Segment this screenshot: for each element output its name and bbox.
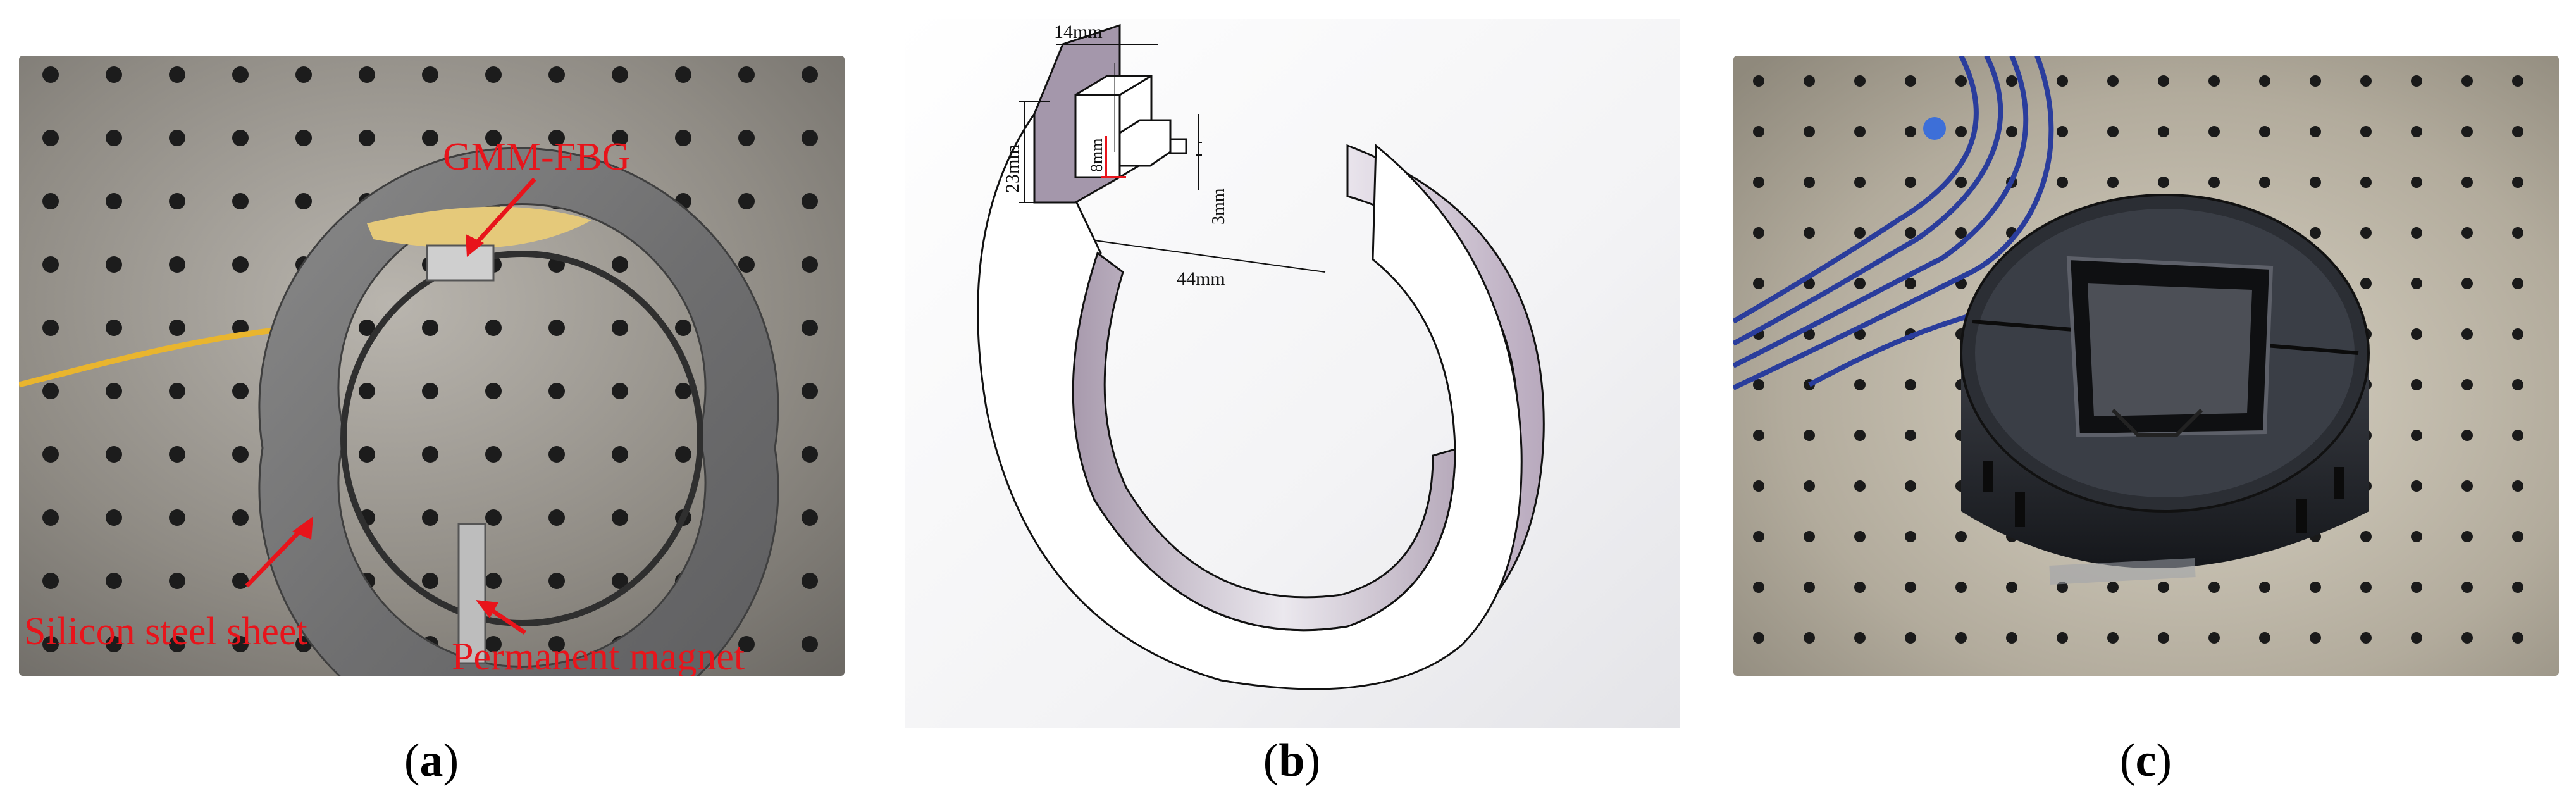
dim-14mm: 14mm: [1054, 22, 1103, 42]
caption-b-close: ): [1304, 735, 1321, 787]
panel-c: [1731, 54, 2559, 676]
caption-c-open: (: [2119, 735, 2136, 787]
caption-c-letter: c: [2135, 735, 2157, 787]
ring-inner-bore: [1072, 251, 1456, 632]
gmm-fbg-sensor: [426, 244, 495, 282]
caption-a-letter: a: [419, 735, 443, 787]
caption-b: (b): [1197, 734, 1387, 788]
panel-b-drawing: 14mm 23mm 8mm 3mm 44mm: [905, 19, 1680, 728]
caption-a-open: (: [404, 735, 420, 787]
gmm-patch: [367, 206, 591, 249]
panel-b: 14mm 23mm 8mm 3mm 44mm: [905, 19, 1680, 728]
annotation-arrows: [245, 177, 536, 635]
label-permanent-magnet: Permanent magnet: [452, 635, 745, 676]
panel-a-photo: GMM-FBG Silicon steel sheet Permanent ma…: [18, 56, 845, 749]
panel-c-photo: [1731, 54, 2559, 676]
fiber-wire: [18, 326, 285, 388]
caption-a: (a): [337, 734, 526, 788]
dim-8mm: 8mm: [1087, 139, 1106, 172]
sensor-tip: [1169, 138, 1187, 154]
dimension-lines: [1019, 44, 1326, 273]
panel-a: GMM-FBG Silicon steel sheet Permanent ma…: [18, 56, 845, 749]
label-gmm-fbg: GMM-FBG: [443, 135, 630, 178]
permanent-magnet: [457, 523, 486, 664]
dim-44mm: 44mm: [1177, 268, 1225, 289]
caption-c-close: ): [2156, 735, 2172, 787]
dim-23mm: 23mm: [1002, 144, 1023, 193]
label-silicon-steel-sheet: Silicon steel sheet: [24, 610, 307, 653]
caption-c: (c): [2051, 734, 2241, 788]
dim-3mm: 3mm: [1209, 188, 1229, 225]
fiber-clip: [1923, 117, 1946, 140]
caption-a-close: ): [443, 735, 459, 787]
blue-fibers: [1731, 54, 2054, 390]
caption-b-open: (: [1263, 735, 1279, 787]
sensor-housing: [1960, 194, 2370, 585]
caption-b-letter: b: [1279, 735, 1305, 787]
